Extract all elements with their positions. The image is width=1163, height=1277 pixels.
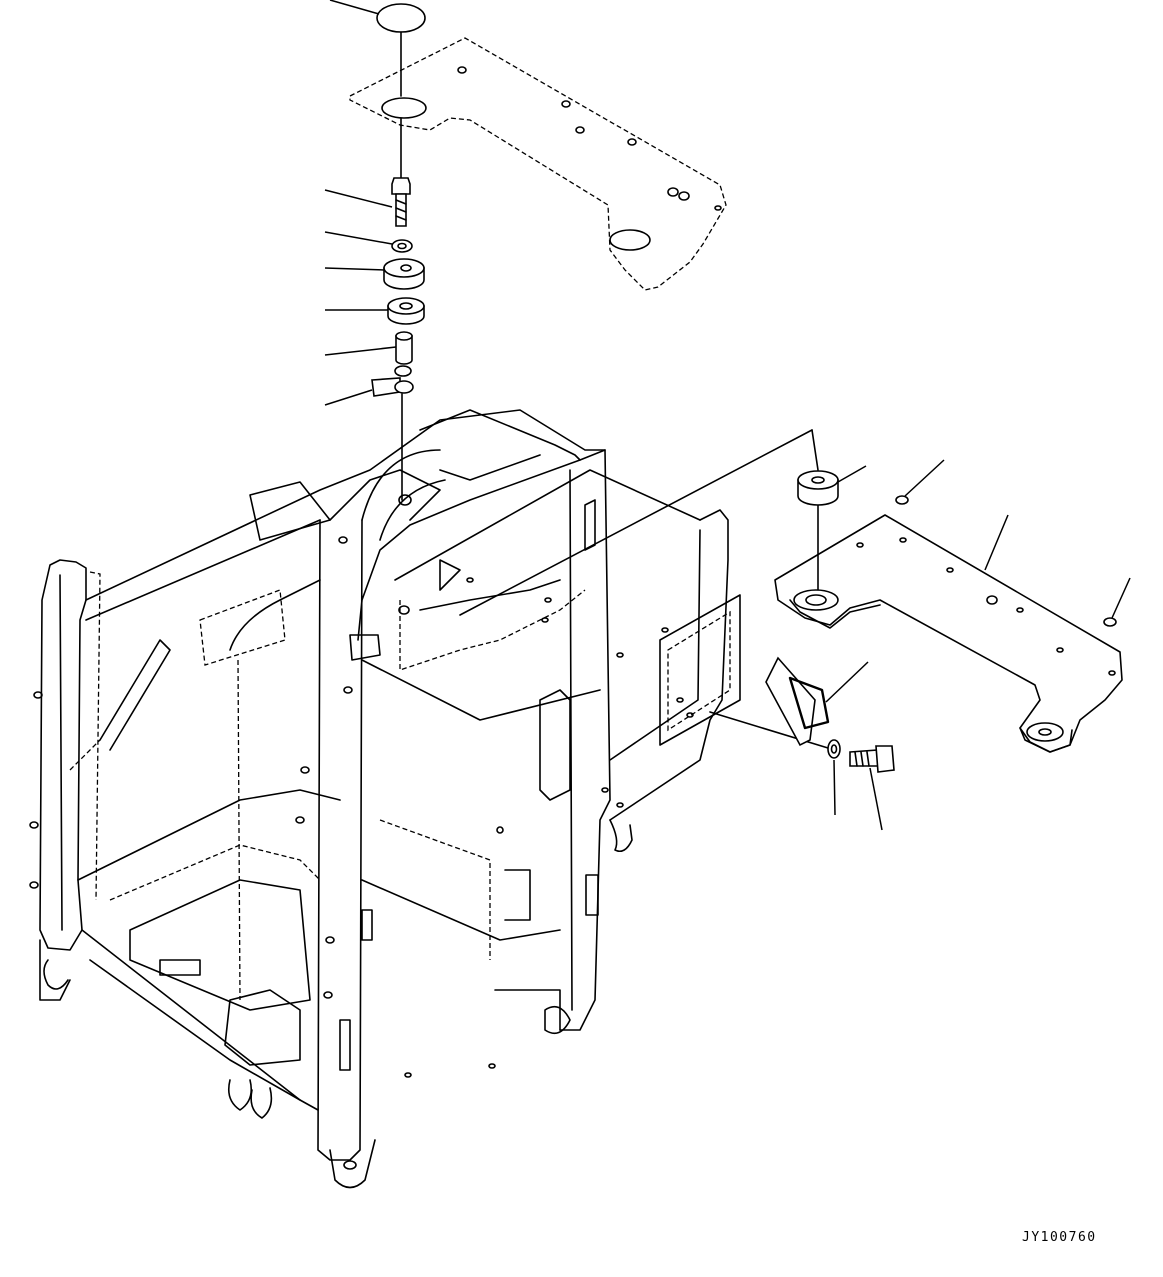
cab-frame — [30, 410, 828, 1188]
mount-stack — [372, 118, 424, 500]
stack-leaders — [325, 190, 396, 405]
cap-plug — [330, 0, 425, 32]
side-leaders — [826, 460, 1130, 830]
upper-mount-plate — [350, 38, 726, 290]
side-mount-plate — [775, 471, 1122, 752]
drawing-code-label: JY100760 — [1022, 1230, 1097, 1245]
hook-bracket-assembly — [766, 658, 894, 772]
